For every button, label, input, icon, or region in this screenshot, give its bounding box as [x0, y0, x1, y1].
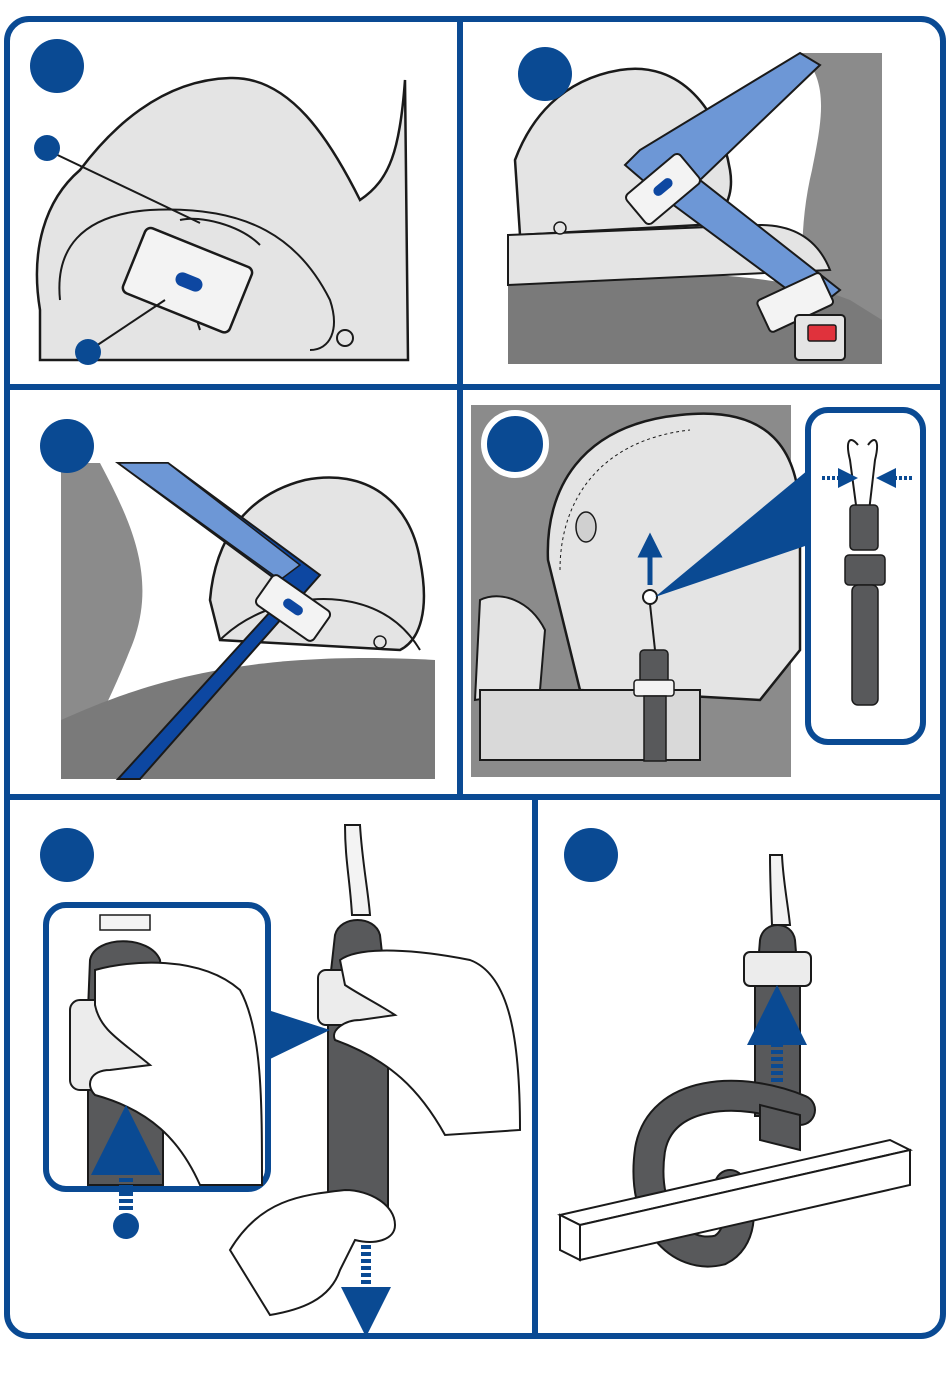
panel-4 [471, 405, 923, 777]
panel-1 [30, 39, 408, 365]
panel-3 [40, 419, 435, 779]
detail-inset [808, 410, 923, 742]
panel-5 [40, 825, 520, 1315]
callout-dot [113, 1213, 139, 1239]
callout-dot [75, 339, 101, 365]
step-marker [518, 47, 572, 101]
step-marker [484, 413, 546, 475]
panel-2 [508, 47, 882, 364]
panel-6 [560, 828, 910, 1260]
step-marker [30, 39, 84, 93]
callout-dot [34, 135, 60, 161]
step-marker [564, 828, 618, 882]
step-marker [40, 419, 94, 473]
detail-inset [46, 905, 268, 1189]
step-marker [40, 828, 94, 882]
